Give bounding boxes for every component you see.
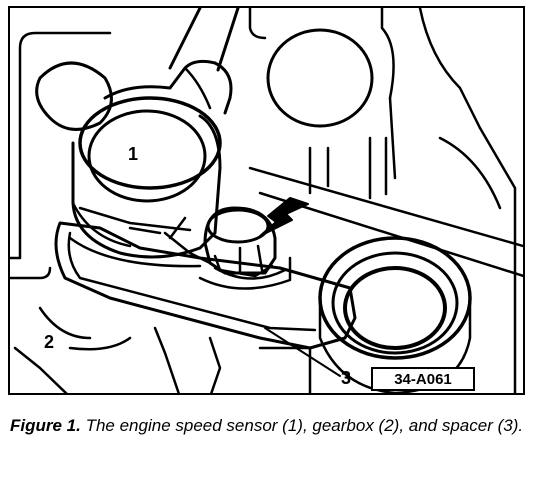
caption-label: Figure 1. <box>10 416 81 435</box>
callout-gearbox-number: 2 <box>44 332 55 352</box>
technical-illustration: 1 2 3 34-A061 <box>8 6 525 395</box>
callout-spacer-number: 3 <box>341 368 352 388</box>
figure-reference-code: 34-A061 <box>371 367 475 391</box>
caption-text: The engine speed sensor (1), gearbox (2)… <box>80 416 524 435</box>
callout-sensor-number: 1 <box>128 144 139 164</box>
figure-caption: Figure 1. The engine speed sensor (1), g… <box>10 414 530 437</box>
engine-speed-sensor-drawing <box>10 8 523 393</box>
